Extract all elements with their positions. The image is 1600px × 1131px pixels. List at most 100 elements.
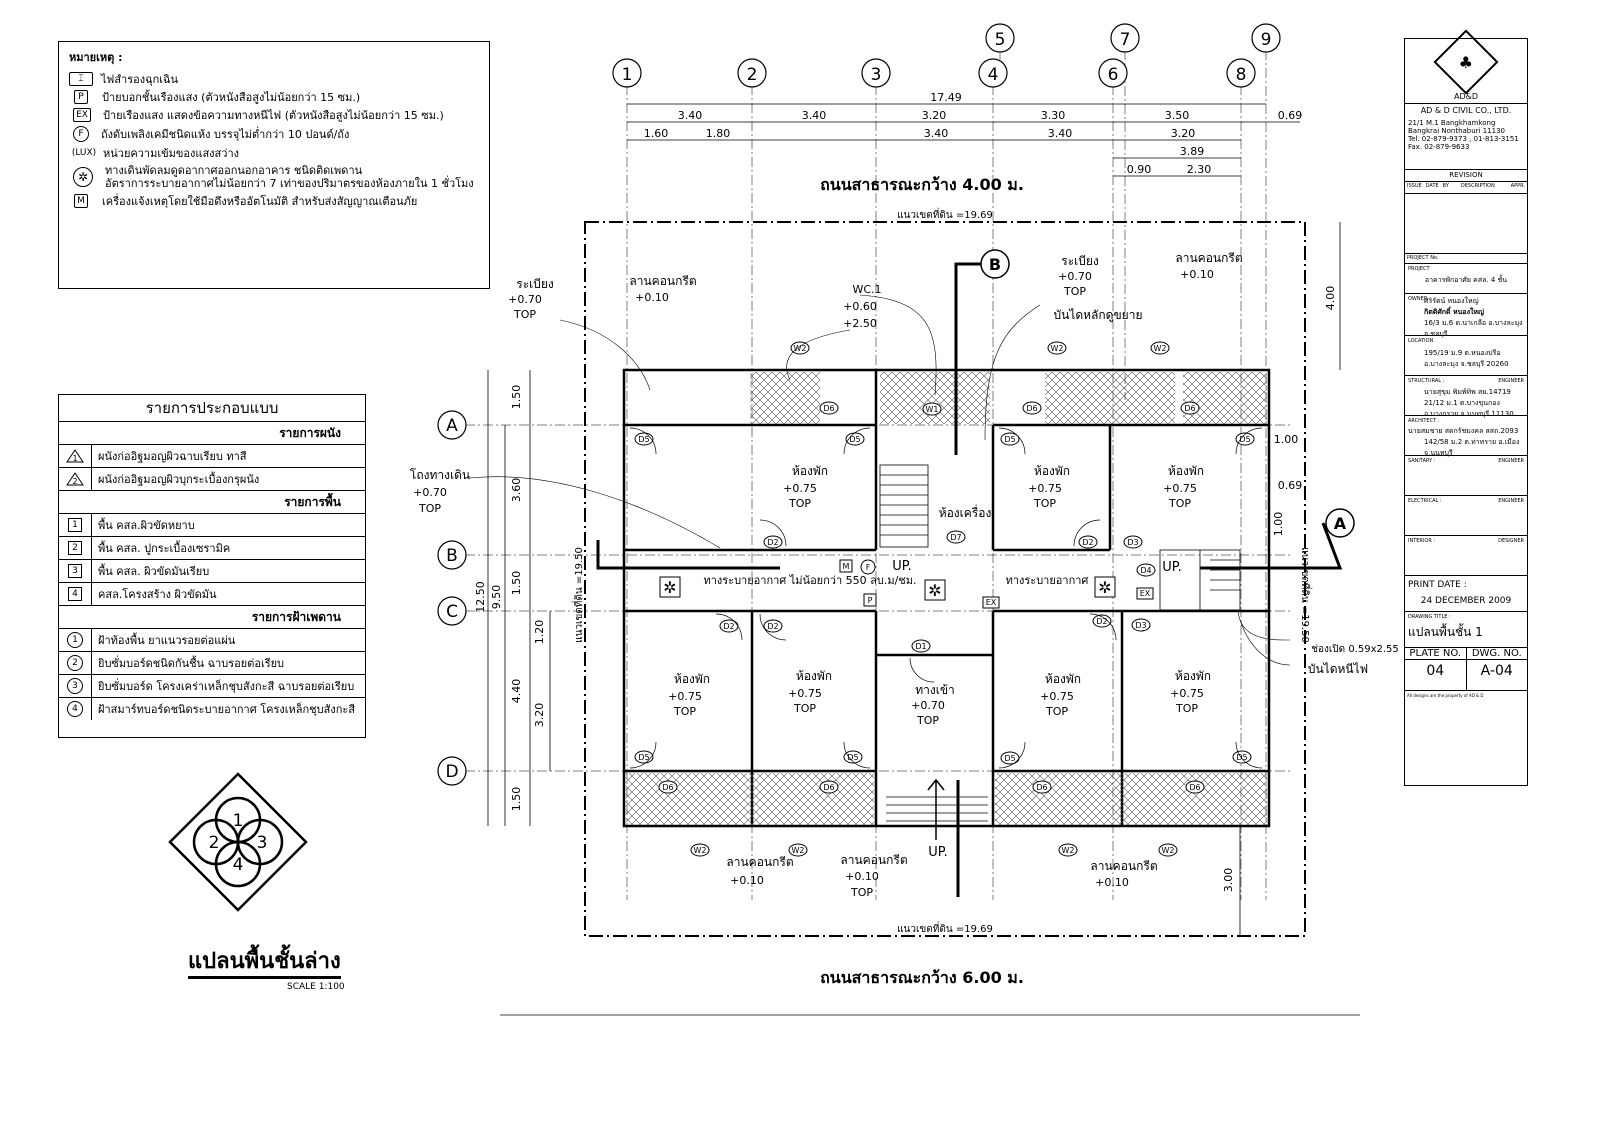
- project-block: PROJECT อาคารพักอาศัย คสล. 4 ชั้น: [1405, 264, 1527, 294]
- svg-text:D6: D6: [1184, 404, 1195, 413]
- svg-text:W1: W1: [926, 405, 939, 414]
- company-logo: ♣: [1433, 29, 1499, 95]
- svg-text:D6: D6: [1189, 783, 1200, 792]
- grid-label-7: 7: [1120, 30, 1131, 50]
- svg-text:W2: W2: [694, 846, 707, 855]
- dim-text: 2.30: [1187, 163, 1212, 176]
- concrete-label: ลานคอนกรีต: [629, 274, 696, 288]
- entrance-steps: [886, 796, 988, 822]
- grid-label-8: 8: [1236, 65, 1247, 85]
- grid-label-4: 4: [988, 65, 999, 85]
- svg-text:M: M: [843, 562, 850, 571]
- svg-text:D3: D3: [1135, 621, 1146, 630]
- wc-level-ceiling: +2.50: [843, 317, 877, 330]
- svg-text:D2: D2: [767, 538, 778, 547]
- dim-overall: 17.49: [930, 91, 962, 104]
- svg-text:F: F: [866, 563, 871, 572]
- svg-text:D5: D5: [1236, 753, 1247, 762]
- drawing-title: แปลนพื้นชั้น 1: [1408, 625, 1483, 639]
- balcony-top: TOP: [1063, 285, 1086, 298]
- door-swings: [629, 427, 1263, 769]
- up-label: UP.: [928, 845, 947, 860]
- dim-text: 3.20: [1171, 127, 1196, 140]
- company-address: 21/1 M.1 Bangkhamkong Bangkrai Nonthabur…: [1408, 119, 1505, 135]
- fire-extinguisher-icon: F: [73, 126, 89, 142]
- dim-text: 3.89: [1180, 145, 1205, 158]
- svg-text:D5: D5: [1004, 435, 1015, 444]
- manual-alarm-icon: M: [74, 194, 88, 208]
- title-block: ♣ AD&D AD & D CIVIL CO., LTD. 21/1 M.1 B…: [1404, 29, 1528, 786]
- svg-text:EX: EX: [986, 598, 997, 607]
- legend-item: ⌶ไฟสำรองฉุกเฉิน: [69, 72, 479, 86]
- floor-plan: 1 2 3 4 5 6 7 8 9 A B C D 17.49 3.40 3.4…: [410, 23, 1399, 1016]
- dim-text: 1.50: [510, 385, 523, 410]
- company-fax: Fax. 02-879-9633: [1408, 143, 1470, 151]
- company-name: AD & D CIVIL CO., LTD.: [1420, 106, 1512, 115]
- room-label: ห้องพัก: [1168, 464, 1204, 478]
- architect-address: 142/58 ม.2 ต.ท่าทราย อ.เมือง จ.นนทบุรี: [1424, 438, 1520, 457]
- setback-bottom: แนวเขตที่ดิน =19.69: [897, 921, 993, 935]
- concrete-label: ลานคอนกรีต: [726, 855, 793, 869]
- print-date-block: PRINT DATE : 24 DECEMBER 2009: [1405, 576, 1527, 612]
- dim-text: 3.40: [924, 127, 949, 140]
- logo-mark: ♣: [1458, 52, 1474, 72]
- svg-text:D7: D7: [950, 533, 961, 542]
- structural-block: STRUCTURAL :ENGINEER นายสุขุม พิมพ์ทิพ ส…: [1405, 376, 1527, 418]
- section-a-label: A: [1334, 514, 1347, 533]
- grid-label-a: A: [446, 416, 458, 436]
- svg-text:D6: D6: [823, 404, 834, 413]
- key-wall-2: 3: [257, 833, 268, 853]
- plan-scale: SCALE 1:100: [287, 982, 345, 992]
- dim-text: 1.20: [533, 620, 546, 645]
- svg-text:W2: W2: [1062, 846, 1075, 855]
- concrete-label: ลานคอนกรีต: [840, 853, 907, 867]
- grid-label-9: 9: [1261, 30, 1272, 50]
- section-b-marker: [980, 249, 1010, 279]
- svg-text:D6: D6: [662, 783, 673, 792]
- dim-text: 0.90: [1127, 163, 1152, 176]
- fire-stair: [1159, 549, 1241, 611]
- dim-text: 1.80: [706, 127, 731, 140]
- street-bottom: ถนนสาธารณะกว้าง 6.00 ม.: [820, 968, 1024, 987]
- room-label: ห้องพัก: [1175, 669, 1211, 683]
- manual-alarm-icon: [839, 559, 853, 573]
- room-label: ห้องพัก: [1045, 672, 1081, 686]
- walls-heading: รายการผนัง: [59, 421, 365, 444]
- leader-lines: [469, 294, 1291, 666]
- section-b-label: B: [989, 255, 1001, 274]
- opening-label: ช่องเปิด 0.59x2.55: [1311, 644, 1399, 655]
- svg-text:1: 1: [72, 454, 77, 463]
- svg-text:D2: D2: [767, 622, 778, 631]
- room-top: TOP: [673, 705, 696, 718]
- room-level: +0.75: [668, 690, 702, 703]
- dim-text: 12.50: [474, 581, 487, 613]
- main-stair-label: บันไดหลักดูขยาย: [1054, 308, 1143, 323]
- emergency-light-icon: ⌶: [69, 72, 93, 86]
- wc-level: +0.60: [843, 300, 877, 313]
- room-level: +0.75: [1170, 687, 1204, 700]
- entrance-top: TOP: [916, 714, 939, 727]
- svg-text:D1: D1: [915, 642, 926, 651]
- dim-text: 1.00: [1272, 512, 1285, 537]
- key-floor: 1: [233, 811, 244, 831]
- room-top: TOP: [1168, 497, 1191, 510]
- room-level: +0.75: [788, 687, 822, 700]
- street-top: ถนนสาธารณะกว้าง 4.00 ม.: [820, 175, 1024, 194]
- entrance-level: +0.70: [911, 699, 945, 712]
- balcony-level: +0.70: [1058, 270, 1092, 283]
- plate-no-label: PLATE NO.: [1405, 648, 1466, 660]
- svg-text:D6: D6: [1036, 783, 1047, 792]
- legend-item: ✲ ทางเดินพัดลมดูดอากาศออกนอกอาคาร ชนิดติ…: [69, 164, 479, 190]
- project-name: อาคารพักอาศัย คสล. 4 ชั้น: [1424, 276, 1508, 284]
- dim-text: 3.20: [922, 109, 947, 122]
- exit-sign-icon: [1136, 587, 1154, 600]
- concrete-level: +0.10: [635, 291, 669, 304]
